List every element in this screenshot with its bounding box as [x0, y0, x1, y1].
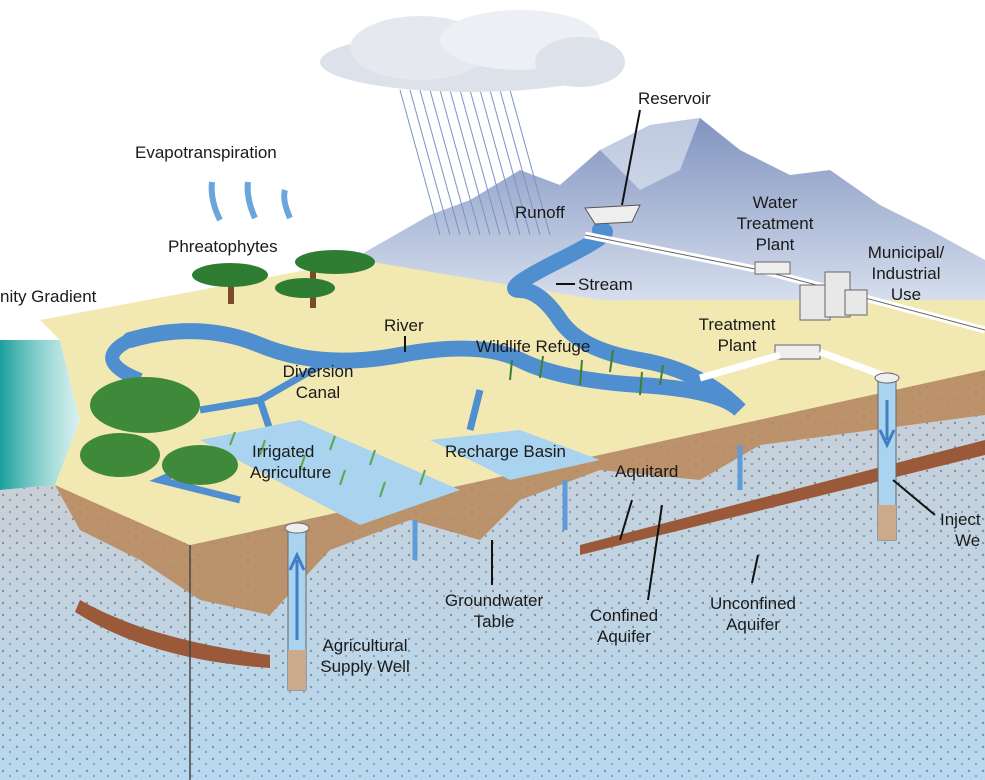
label-irrigated-agriculture: Irrigated [252, 442, 314, 461]
label-evapotranspiration: Evapotranspiration [135, 143, 277, 162]
vadose-soil-layer-left [55, 485, 200, 600]
label-phreatophytes: Phreatophytes [168, 237, 278, 256]
label-groundwater-table: Groundwater [445, 591, 544, 610]
phreatophyte-trees [192, 250, 375, 308]
label-municipal-use: Industrial [872, 264, 941, 283]
label-stream: Stream [578, 275, 633, 294]
treatment-plant-pipeline [699, 348, 892, 382]
mountains [360, 118, 985, 320]
water-treatment-plant [754, 261, 791, 275]
label-diversion-canal: Diversion [283, 362, 354, 381]
label-treatment-plant: Plant [718, 336, 757, 355]
label-agricultural-supply-well: Agricultural [322, 636, 407, 655]
label-unconfined-aquifer: Aquifer [726, 615, 780, 634]
label-water-treatment-plant: Plant [756, 235, 795, 254]
crop-fields [80, 377, 238, 485]
label-groundwater-table: Table [474, 612, 515, 631]
label-aquitard: Aquitard [615, 462, 678, 481]
mountain-highlight [600, 118, 700, 190]
label-unconfined-aquifer: Unconfined [710, 594, 796, 613]
label-salinity-gradient: nity Gradient [0, 287, 97, 306]
label-reservoir: Reservoir [638, 89, 711, 108]
leader-lines [404, 109, 936, 601]
label-runoff: Runoff [515, 203, 565, 222]
label-irrigated-agriculture: Agriculture [250, 463, 331, 482]
irrigated-crop-rows [229, 431, 426, 498]
vadose-soil-layer [190, 370, 985, 615]
irrigated-field [200, 420, 460, 525]
injection-well [874, 372, 900, 541]
label-treatment-plant: Treatment [699, 315, 776, 334]
label-municipal-use: Use [891, 285, 921, 304]
salinity-gradient-water [0, 340, 80, 490]
wildlife-refuge-reeds [509, 349, 664, 396]
evapotranspiration-arrows [208, 181, 293, 222]
label-water-treatment-plant: Treatment [737, 214, 814, 233]
label-diversion-canal: Canal [296, 383, 340, 402]
municipal-buildings [799, 271, 868, 321]
agricultural-supply-well [284, 522, 310, 691]
label-injection-well: We [955, 531, 980, 550]
recharge-arrows [412, 445, 743, 560]
rain-cloud [320, 10, 625, 236]
label-wildlife-refuge: Wildlife Refuge [476, 337, 590, 356]
treatment-plant [774, 344, 821, 360]
label-river: River [384, 316, 424, 335]
aquitard-layer-left [75, 600, 270, 668]
label-water-treatment-plant: Water [753, 193, 798, 212]
label-injection-well: Inject [940, 510, 981, 529]
label-confined-aquifer: Aquifer [597, 627, 651, 646]
reservoir-dam [584, 204, 641, 225]
recharge-basin [430, 430, 600, 480]
river [122, 222, 746, 417]
label-agricultural-supply-well: Supply Well [320, 657, 409, 676]
label-municipal-use: Municipal/ [868, 243, 945, 262]
river-bend [105, 333, 143, 387]
label-recharge-basin: Recharge Basin [445, 442, 566, 461]
label-confined-aquifer: Confined [590, 606, 658, 625]
